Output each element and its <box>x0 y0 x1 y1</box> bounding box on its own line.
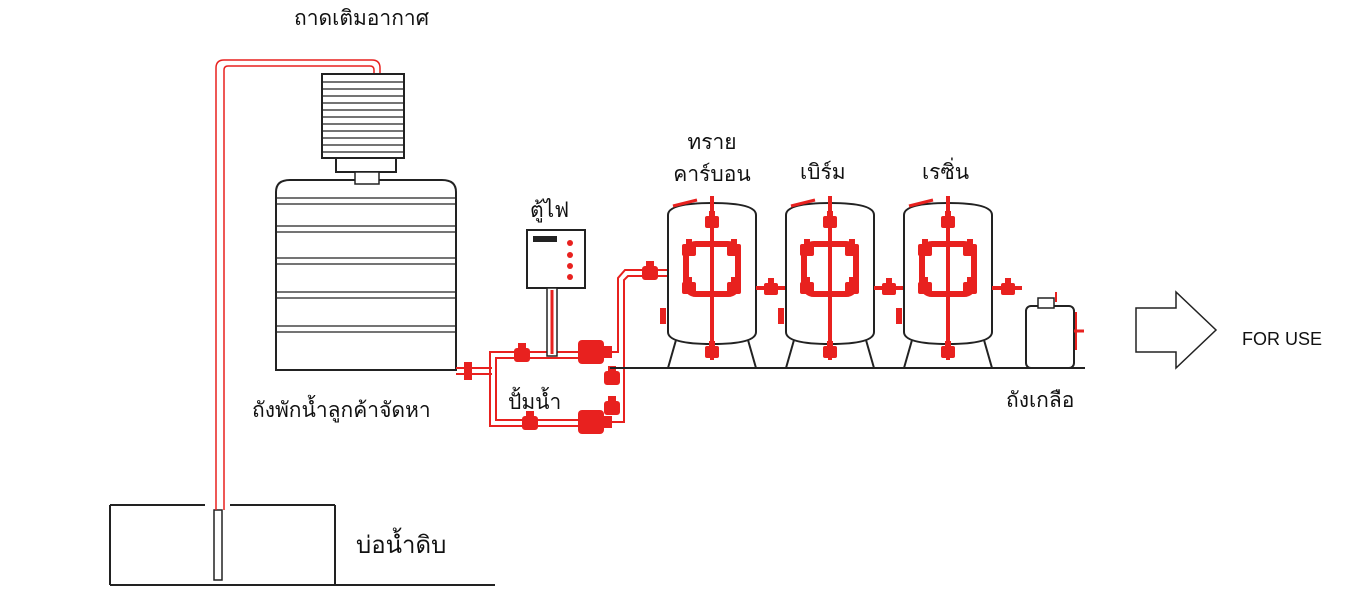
label-brine-tank: ถังเกลือ <box>1006 388 1075 412</box>
tank-outlet-piping <box>456 343 585 430</box>
label-sand: ทราย <box>687 130 737 154</box>
aerator-tray <box>321 73 405 173</box>
label-storage-tank: ถังพักน้ำลูกค้าจัดหา <box>252 398 431 422</box>
filter-tank-resin <box>896 196 993 369</box>
filter-tank-birm <box>778 196 875 369</box>
output-arrow-icon <box>1135 290 1218 370</box>
riser-pipe <box>215 59 381 510</box>
connector-1 <box>756 278 786 295</box>
label-resin: เรซิ่น <box>922 160 970 184</box>
storage-tank <box>275 171 457 371</box>
raw-water-well <box>109 504 495 586</box>
pump-discharge-piping <box>604 261 668 423</box>
label-carbon: คาร์บอน <box>673 162 751 186</box>
pump-lower <box>578 410 612 434</box>
label-aerator: ถาดเติมอากาศ <box>294 6 430 30</box>
resin-outlet <box>992 278 1022 295</box>
connector-2 <box>874 278 904 295</box>
label-birm: เบิร์ม <box>800 160 846 184</box>
label-raw-well: บ่อน้ำดิบ <box>356 531 447 559</box>
brine-tank <box>1025 292 1084 369</box>
pump-upper <box>578 340 612 364</box>
label-control-box: ตู้ไฟ <box>530 198 570 222</box>
filter-tank-sand-carbon <box>660 196 757 369</box>
label-for-use: FOR USE <box>1242 329 1323 349</box>
label-pump: ปั้มน้ำ <box>508 390 562 414</box>
control-box <box>526 229 586 357</box>
